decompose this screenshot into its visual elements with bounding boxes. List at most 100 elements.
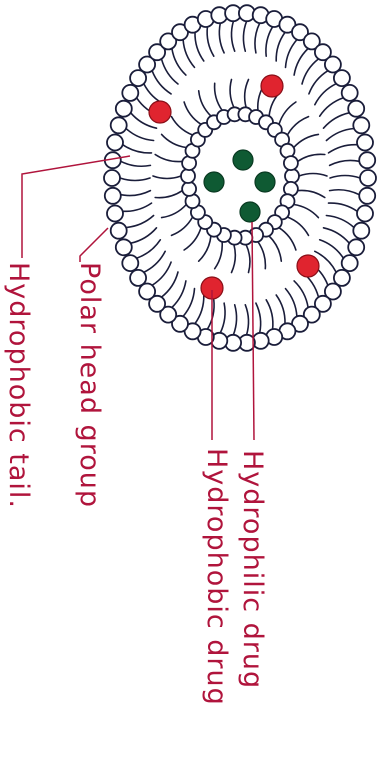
outer-tail — [294, 49, 308, 76]
outer-tail — [294, 281, 308, 308]
outer-tail — [207, 27, 214, 56]
outer-tail — [276, 32, 285, 61]
outer-head — [342, 255, 358, 271]
inner-head — [284, 156, 298, 170]
outer-head — [116, 239, 132, 255]
inner-tail — [172, 217, 193, 235]
hydrophilic-drug-leader — [252, 222, 254, 440]
hydrophobic-drug-molecule — [149, 101, 171, 123]
outer-tail — [126, 216, 154, 228]
inner-tail — [215, 242, 223, 269]
inner-tail — [155, 191, 182, 198]
inner-tail — [153, 176, 181, 179]
outer-tail — [326, 216, 354, 228]
outer-head — [105, 188, 121, 204]
outer-head — [353, 223, 369, 239]
outer-tail — [266, 27, 273, 56]
hydrophilic-drug-molecule — [233, 150, 253, 170]
outer-tail — [330, 190, 360, 195]
inner-tail — [246, 245, 250, 273]
outer-head — [104, 170, 120, 186]
polar-head-group-label: Polar head group — [76, 262, 103, 508]
inner-tail — [232, 245, 236, 273]
inner-tail — [299, 174, 327, 177]
outer-tail — [123, 203, 152, 211]
hydrophobic-tails — [120, 21, 360, 335]
outer-head — [357, 206, 373, 222]
inner-tail — [184, 228, 201, 250]
outer-head — [107, 206, 123, 222]
inner-tail — [162, 205, 187, 218]
inner-head — [285, 169, 299, 183]
outer-tail — [329, 203, 358, 211]
inner-tail — [230, 80, 234, 108]
outer-tail — [286, 40, 297, 68]
hydrophobic-tail-label: Hydrophobic tail. — [5, 262, 32, 509]
inner-tail — [279, 228, 296, 250]
outer-head — [334, 70, 350, 86]
inner-tail — [162, 134, 187, 147]
outer-head — [342, 85, 358, 101]
outer-tail — [233, 305, 236, 335]
outer-tail — [220, 303, 225, 333]
outer-head — [353, 117, 369, 133]
inner-tail — [298, 190, 325, 197]
outer-tail — [245, 305, 248, 335]
outer-tail — [326, 129, 354, 141]
outer-tail — [120, 178, 150, 181]
hydrophobic-drug-molecule — [261, 75, 283, 97]
polar-head-groups — [104, 5, 376, 351]
outer-tail — [324, 228, 350, 243]
outer-tail — [320, 240, 344, 258]
outer-tail — [243, 21, 246, 51]
outer-head — [348, 101, 364, 117]
hydrophilic-drug-molecule — [255, 172, 275, 192]
outer-tail — [329, 145, 358, 153]
outer-tail — [126, 129, 154, 141]
outer-tail — [123, 145, 152, 153]
hydrophobic-drug-label: Hydrophobic drug — [203, 448, 230, 706]
inner-tail — [298, 154, 325, 161]
outer-head — [116, 101, 132, 117]
inner-head — [181, 169, 195, 183]
outer-head — [130, 270, 146, 286]
inner-tail — [199, 91, 211, 116]
hydrophilic-drug-molecule — [240, 202, 260, 222]
outer-tail — [286, 289, 297, 317]
outer-tail — [276, 295, 285, 324]
inner-tail — [287, 217, 308, 235]
outer-head — [111, 117, 127, 133]
outer-tail — [219, 23, 224, 53]
outer-tail — [162, 59, 179, 84]
outer-tail — [324, 113, 350, 128]
outer-head — [122, 255, 138, 271]
outer-tail — [195, 295, 204, 324]
inner-tail — [294, 205, 319, 218]
hydrophilic-drug-label: Hydrophilic drug — [239, 450, 266, 689]
inner-head — [182, 182, 196, 196]
hydrophilic-drug-molecule — [204, 172, 224, 192]
outer-tail — [255, 23, 260, 53]
inner-tail — [215, 83, 223, 110]
outer-head — [357, 135, 373, 151]
outer-head — [348, 239, 364, 255]
outer-tail — [121, 191, 151, 196]
outer-tail — [172, 49, 186, 76]
inner-tail — [172, 117, 193, 135]
outer-head — [122, 85, 138, 101]
inner-tail — [184, 102, 201, 124]
outer-head — [359, 188, 375, 204]
inner-tail — [245, 80, 249, 108]
outer-head — [359, 152, 375, 168]
outer-head — [111, 223, 127, 239]
outer-head — [107, 135, 123, 151]
outer-head — [360, 170, 376, 186]
outer-tail — [266, 300, 273, 329]
inner-tail — [269, 236, 281, 261]
outer-tail — [131, 228, 157, 243]
outer-tail — [144, 251, 165, 272]
inner-tail — [199, 236, 211, 261]
polar-head-leader — [80, 228, 108, 262]
